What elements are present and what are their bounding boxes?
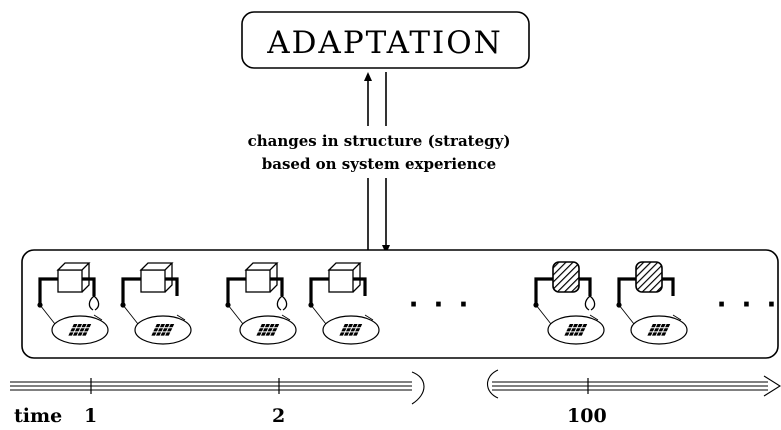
- timeline-segment-right: [486, 369, 781, 399]
- caption-line-1: changes in structure (strategy): [248, 132, 511, 150]
- adaptation-title: ADAPTATION: [266, 25, 503, 61]
- timeline-segment-left: [10, 371, 425, 405]
- tick-label-100: 100: [567, 405, 607, 427]
- caption-line-2: based on system experience: [262, 155, 496, 173]
- tick-label-2: 2: [272, 405, 285, 427]
- robot-cell-step-2-b: [308, 262, 380, 345]
- ellipsis-middle: · · ·: [409, 290, 472, 320]
- robot-cells: [37, 261, 688, 345]
- timeline: time 1 2 100: [10, 369, 781, 427]
- robot-cell-step-100-a: [533, 261, 605, 345]
- robot-cell-step-2-a: [225, 262, 297, 345]
- robot-cell-step-100-b: [616, 261, 688, 345]
- tick-label-1: 1: [84, 405, 97, 427]
- robot-cell-step-1-b: [120, 262, 192, 345]
- ellipsis-end: · · ·: [717, 290, 780, 320]
- time-axis-label: time: [14, 405, 62, 427]
- caption: changes in structure (strategy) based on…: [240, 126, 522, 178]
- robot-cell-step-1-a: [37, 262, 109, 345]
- adaptation-title-box: ADAPTATION: [241, 11, 530, 69]
